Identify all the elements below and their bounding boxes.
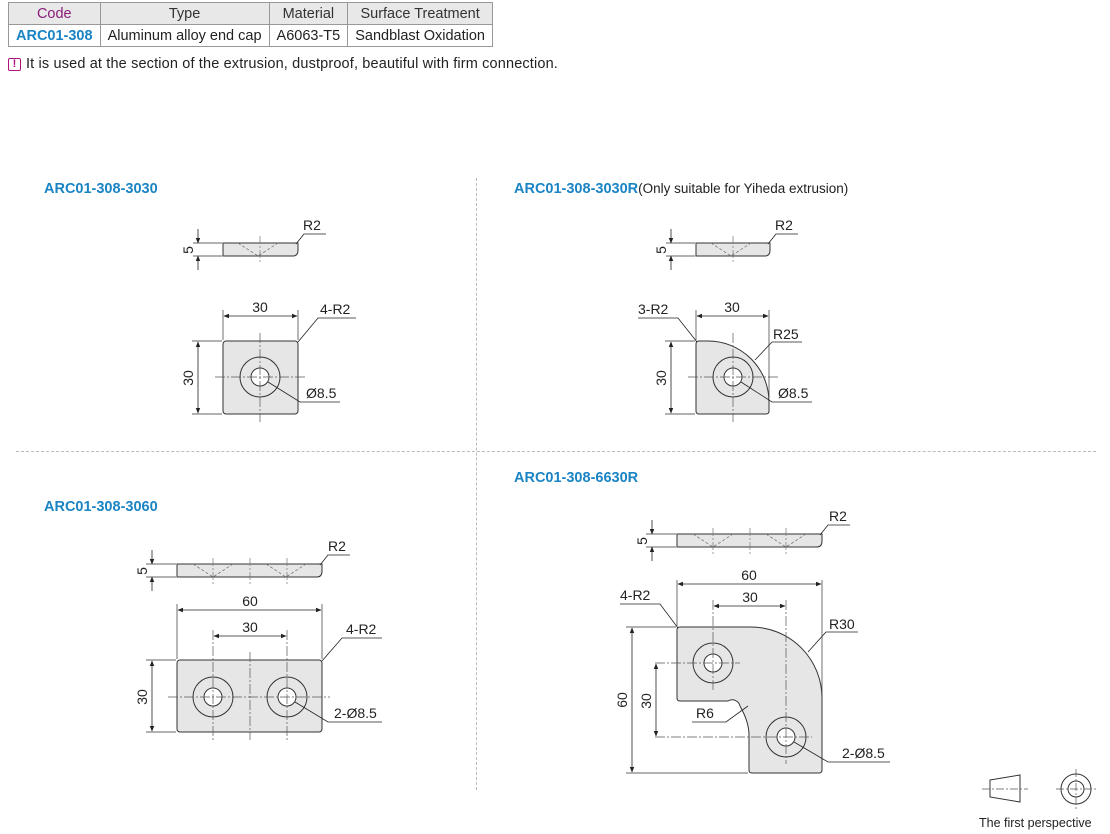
dim-thickness: 5 — [134, 567, 150, 575]
dim-corner-radius: 4-R2 — [320, 301, 351, 317]
front-view: 60 30 60 30 4-R2 R30 R6 2-Ø8.5 — [614, 567, 890, 774]
section-suffix: (Only suitable for Yiheda extrusion) — [638, 181, 849, 196]
dim-pitch-30: 30 — [242, 619, 258, 635]
drawing-3030r: 5 R2 30 30 3-R2 R25 Ø8.5 — [638, 217, 812, 422]
spec-table: Code Type Material Surface Treatment ARC… — [8, 2, 493, 47]
front-view: 30 30 3-R2 R25 Ø8.5 — [638, 299, 812, 422]
dim-width-60: 60 — [242, 593, 258, 609]
side-view: 5 R2 — [634, 508, 850, 561]
section-code: ARC01-308-3060 — [44, 499, 158, 515]
front-view: 30 30 4-R2 Ø8.5 — [180, 299, 356, 422]
drawing-6630r: 5 R2 60 30 60 30 4-R2 — [614, 508, 890, 774]
cell-material: A6063-T5 — [268, 24, 349, 47]
header-type: Type — [99, 2, 270, 25]
dim-corner-radius: 3-R2 — [638, 301, 669, 317]
dim-thickness: 5 — [653, 246, 669, 254]
dim-width-30: 30 — [252, 299, 268, 315]
dim-holes: 2-Ø8.5 — [842, 745, 885, 761]
dim-thickness: 5 — [634, 537, 650, 545]
header-material: Material — [268, 2, 349, 25]
dim-arc-radius: R25 — [773, 326, 799, 342]
usage-note: ! It is used at the section of the extru… — [8, 56, 558, 72]
dim-thickness: 5 — [180, 246, 196, 254]
dim-corner-radius: 4-R2 — [620, 587, 651, 603]
dim-pitch-30-vertical: 30 — [638, 693, 654, 709]
dim-corner-radius: 4-R2 — [346, 621, 377, 637]
dim-slot-radius: R6 — [696, 705, 714, 721]
dim-edge-radius: R2 — [328, 538, 346, 554]
dim-holes: 2-Ø8.5 — [334, 705, 377, 721]
horizontal-divider — [16, 451, 1096, 452]
spec-table-row: ARC01-308 Aluminum alloy end cap A6063-T… — [8, 24, 493, 47]
side-view: 5 R2 — [653, 217, 798, 270]
section-title-3060: ARC01-308-3060 — [44, 499, 158, 515]
dim-edge-radius: R2 — [775, 217, 793, 233]
warning-icon: ! — [8, 57, 21, 71]
dim-hole: Ø8.5 — [778, 385, 809, 401]
spec-table-header: Code Type Material Surface Treatment — [8, 2, 493, 25]
section-title-3030r: ARC01-308-3030R(Only suitable for Yiheda… — [514, 181, 848, 197]
projection-label: The first perspective — [979, 816, 1092, 830]
dim-hole: Ø8.5 — [306, 385, 337, 401]
dim-arc-radius: R30 — [829, 616, 855, 632]
drawing-3030: 5 R2 30 30 4-R2 Ø8.5 — [180, 217, 356, 422]
dim-edge-radius: R2 — [303, 217, 321, 233]
dim-height-30: 30 — [134, 689, 150, 705]
dim-width-60: 60 — [741, 567, 757, 583]
dim-height-30: 30 — [180, 370, 196, 386]
side-view: 5 R2 — [180, 217, 326, 270]
dim-height-60: 60 — [614, 692, 630, 708]
section-code: ARC01-308-3030R — [514, 181, 639, 197]
drawing-3060: 5 R2 60 30 30 4-R2 2- — [134, 538, 382, 740]
cell-code: ARC01-308 — [8, 24, 101, 47]
front-view: 60 30 30 4-R2 2-Ø8.5 — [134, 593, 382, 740]
section-title-3030: ARC01-308-3030 — [44, 181, 158, 197]
vertical-divider — [476, 178, 477, 790]
side-view: 5 R2 — [134, 538, 350, 591]
dim-width-30: 30 — [724, 299, 740, 315]
section-code: ARC01-308-3030 — [44, 181, 158, 197]
dim-height-30: 30 — [653, 370, 669, 386]
section-code: ARC01-308-6630R — [514, 470, 639, 486]
first-angle-projection-icon — [982, 769, 1096, 809]
dim-edge-radius: R2 — [829, 508, 847, 524]
header-code: Code — [8, 2, 101, 25]
cell-surface: Sandblast Oxidation — [347, 24, 493, 47]
usage-note-text: It is used at the section of the extrusi… — [26, 56, 558, 72]
cell-type: Aluminum alloy end cap — [99, 24, 270, 47]
section-title-6630r: ARC01-308-6630R — [514, 470, 638, 486]
dim-pitch-30: 30 — [742, 589, 758, 605]
